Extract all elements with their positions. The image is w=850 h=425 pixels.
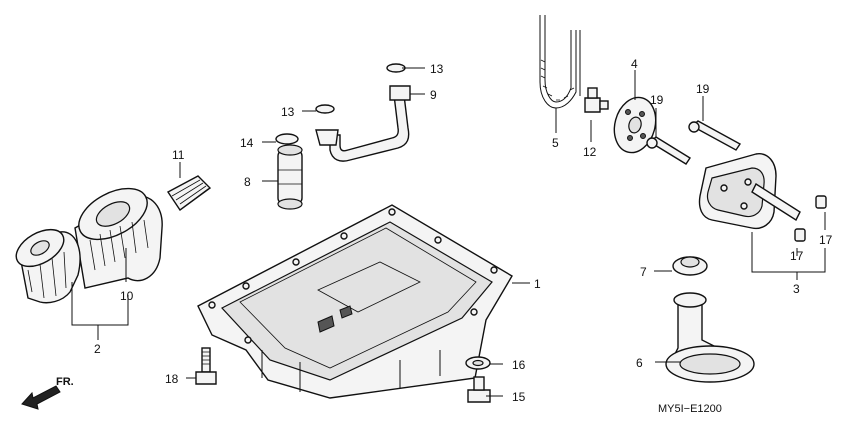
filter-bolt-part bbox=[166, 175, 212, 211]
callout-15: 15 bbox=[512, 390, 526, 404]
dowel-pin-17-a bbox=[815, 195, 827, 209]
pump-chain-part bbox=[539, 15, 581, 109]
callout-4: 4 bbox=[631, 57, 638, 71]
oil-pan-part bbox=[197, 204, 513, 399]
callout-9: 9 bbox=[430, 88, 437, 102]
callout-14: 14 bbox=[240, 136, 254, 150]
callout-17-left: 17 bbox=[790, 249, 804, 263]
flange-bolt-18 bbox=[195, 347, 217, 385]
fitting-part bbox=[584, 87, 609, 113]
callout-17-right: 17 bbox=[819, 233, 833, 247]
callout-19-left: 19 bbox=[650, 93, 664, 107]
callout-18: 18 bbox=[165, 372, 179, 386]
drain-bolt-15 bbox=[467, 376, 491, 403]
callout-7: 7 bbox=[640, 265, 647, 279]
callout-3: 3 bbox=[793, 282, 800, 296]
oil-filter-part bbox=[74, 187, 163, 289]
callout-19-right: 19 bbox=[696, 82, 710, 96]
front-arrow-icon bbox=[21, 385, 61, 410]
oil-pipe-part bbox=[315, 85, 411, 162]
callout-8: 8 bbox=[244, 175, 251, 189]
o-ring-14 bbox=[275, 133, 299, 145]
o-ring-13-lower bbox=[315, 104, 335, 114]
callout-10: 10 bbox=[120, 289, 134, 303]
washer-16-hole bbox=[472, 359, 484, 367]
filter-cap-part bbox=[15, 228, 81, 304]
callout-11: 11 bbox=[172, 148, 185, 162]
figure-code: MY5I−E1200 bbox=[658, 403, 722, 415]
strainer-seal-part bbox=[672, 256, 708, 276]
front-direction-label: FR. bbox=[56, 376, 74, 388]
dowel-pin-17-b bbox=[794, 228, 806, 242]
callout-1: 1 bbox=[534, 277, 541, 291]
oil-pump-part bbox=[698, 153, 801, 230]
pump-sprocket-part bbox=[613, 96, 657, 154]
callout-2: 2 bbox=[94, 342, 101, 356]
oil-strainer-part bbox=[665, 292, 755, 383]
joint-pipe-part bbox=[277, 144, 303, 210]
bolt-19-a bbox=[646, 136, 691, 165]
callout-12: 12 bbox=[583, 145, 597, 159]
callout-6: 6 bbox=[636, 356, 643, 370]
callout-16: 16 bbox=[512, 358, 526, 372]
callout-13-lower: 13 bbox=[281, 105, 295, 119]
bolt-19-b bbox=[688, 120, 742, 151]
leader-lines bbox=[71, 67, 826, 397]
callout-13-upper: 13 bbox=[430, 62, 444, 76]
callout-5: 5 bbox=[552, 136, 559, 150]
